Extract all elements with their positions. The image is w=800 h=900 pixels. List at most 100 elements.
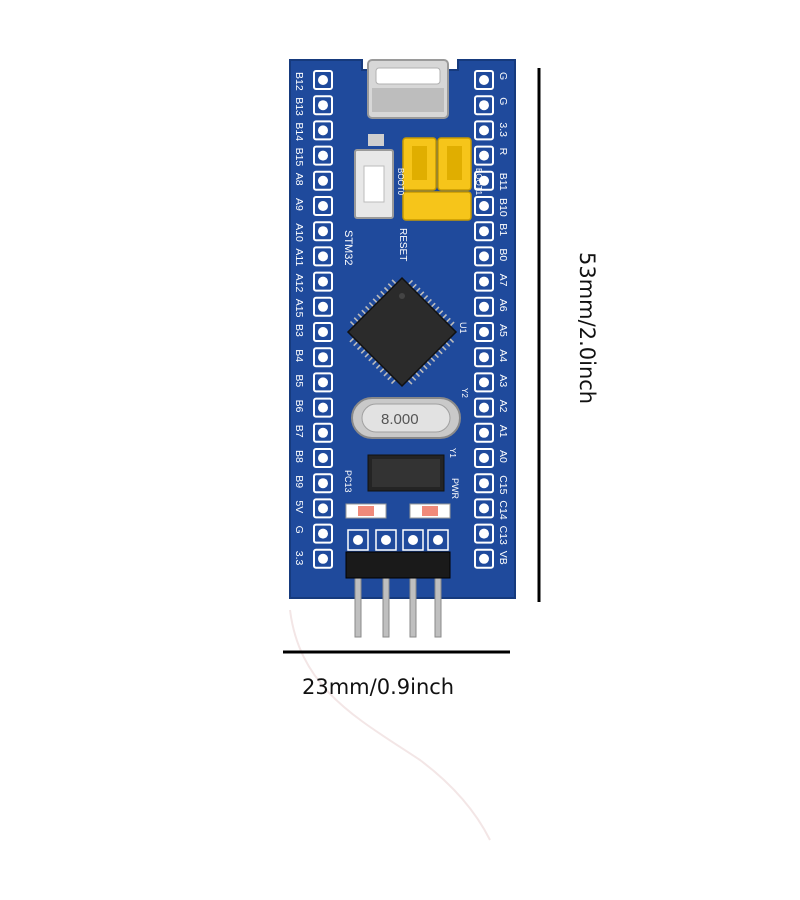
right-pin-label: A0 [497,450,509,463]
right-pin [474,221,494,242]
boot0-label: BOOT0 [396,168,405,196]
left-pin-label: B7 [293,425,305,438]
left-pin [313,196,333,216]
left-pin-label: B14 [293,122,305,141]
right-pin [474,422,494,443]
header-pin [375,529,397,638]
right-pin [474,322,494,342]
left-pin [313,448,333,468]
boot-jumpers [402,137,472,221]
boot1-label: BOOT1 [474,168,483,196]
right-pin [474,170,494,191]
header-pin [347,529,369,638]
right-pin-label: A1 [497,425,509,438]
status-leds [345,503,451,519]
u1-label: U1 [458,322,468,334]
left-pin [313,322,333,342]
left-pin-label: B6 [293,400,305,413]
right-pin-label: A3 [497,374,509,387]
left-pin-label: B15 [293,148,305,167]
reset-button [354,134,394,219]
right-pin [474,70,494,90]
right-pin-label: B10 [497,198,509,217]
left-pin-label: A10 [293,223,305,242]
left-pin [313,397,333,418]
pc13-label: PC13 [343,470,353,493]
y2-label: Y2 [460,388,469,398]
pwr-label: PWR [450,478,460,499]
right-pin [474,95,494,116]
left-pin-label: B5 [293,374,305,387]
voltage-regulator [367,454,445,492]
y1-label: Y1 [448,448,457,458]
left-pin [313,347,333,368]
right-pin-label: A2 [497,400,509,413]
right-pin-label: G [497,72,509,80]
left-pin-label: G [293,526,305,534]
right-pin [474,523,494,544]
left-pin-label: A9 [293,198,305,211]
right-pin-label: G [497,97,509,105]
right-pin [474,473,494,494]
right-pin-label: B0 [497,248,509,261]
left-pin-label: 3.3 [293,551,305,566]
micro-usb-connector [367,59,449,119]
left-pin [313,473,333,494]
right-pin-header: G G 3.3R B11B10B1B0A7A6A5A4A3A2A1A0C15C14C1… [474,70,509,569]
right-pin-label: VB [497,551,509,565]
left-pin-label: B13 [293,97,305,116]
left-pin-label: B3 [293,324,305,337]
right-pin-label: C14 [497,500,509,519]
left-pin [313,221,333,242]
right-pin-label: B11 [497,173,509,191]
right-pin [474,196,494,216]
right-pin-label: C13 [497,526,509,545]
right-pin-label: C15 [497,475,509,494]
right-pin-label: R [497,148,509,156]
left-pin [313,422,333,443]
left-pin-label: A15 [293,299,305,318]
left-pin-header: B12B13B14B15A8A9A10A11A12A15B3B4B5B6B7B8… [293,70,333,569]
stm32-brand-label: STM32 [342,230,354,265]
right-pin-label: 3.3 [497,122,509,137]
left-pin [313,170,333,191]
right-pin [474,145,494,166]
left-pin [313,296,333,317]
right-pin-label: B1 [497,223,509,236]
right-pin [474,271,494,292]
left-pin-label: A11 [293,248,305,266]
crystal-frequency-label: 8.000 [381,411,419,428]
left-pin [313,120,333,141]
left-pin-label: B4 [293,349,305,362]
right-pin [474,347,494,368]
right-pin-label: A4 [497,349,509,362]
right-pin [474,372,494,393]
left-pin-label: B8 [293,450,305,463]
height-dimension-label: 53mm/2.0inch [575,252,599,404]
right-pin [474,448,494,468]
faint-wire-line [289,609,491,841]
left-pin [313,548,333,569]
left-pin-label: 5V [293,500,305,513]
left-pin [313,523,333,544]
bottom-debug-header [345,529,451,638]
left-pin [313,246,333,267]
right-pin-label: A6 [497,299,509,312]
left-pin [313,70,333,90]
right-pin-label: A7 [497,274,509,287]
right-pin-label: A5 [497,324,509,337]
right-pin [474,120,494,141]
microcontroller-chip [346,276,458,388]
right-pin [474,397,494,418]
left-pin [313,145,333,166]
left-pin [313,498,333,519]
reset-label: RESET [397,228,408,261]
width-dimension-label: 23mm/0.9inch [302,675,454,699]
right-pin [474,296,494,317]
left-pin-label: A12 [293,274,305,293]
left-pin [313,271,333,292]
right-pin [474,498,494,519]
left-pin-label: B9 [293,475,305,488]
left-pin [313,95,333,116]
